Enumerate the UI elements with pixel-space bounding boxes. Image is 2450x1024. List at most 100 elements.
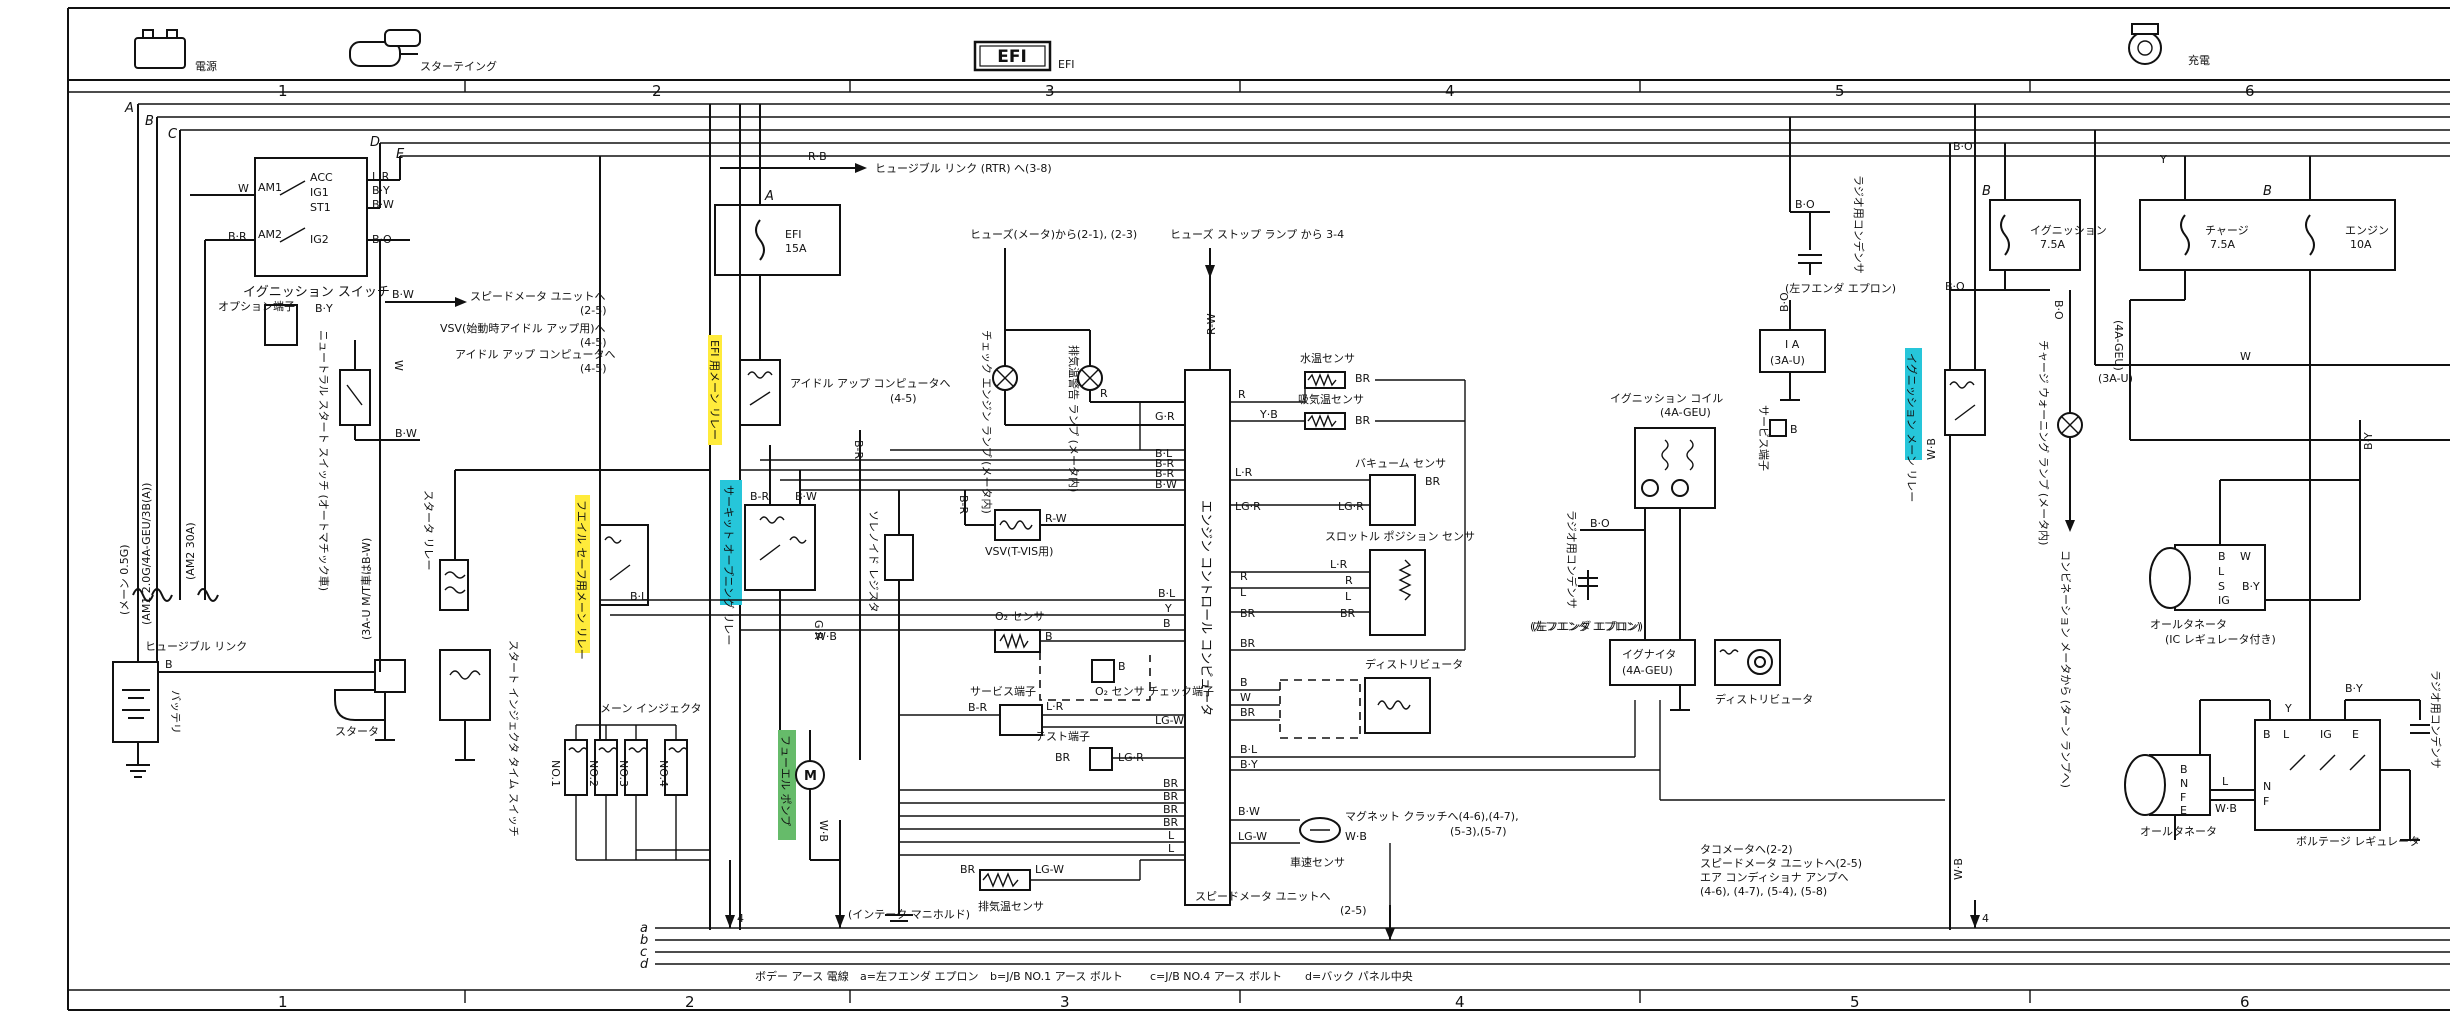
injector-no4: NO.4 xyxy=(657,760,670,787)
ecu-wire-bw-1: B·W xyxy=(1155,478,1177,491)
ecu-wire-br-1: B-R xyxy=(1155,457,1175,470)
ground-legend: ボデー アース 電線 a=左フエンダ エプロン b=J/B NO.1 アース ボ… xyxy=(755,969,1413,983)
reg-term-ig: IG xyxy=(2320,728,2332,741)
service-wire-rl: L·R xyxy=(1046,700,1064,713)
ignition-switch-title: イグニッション スイッチ xyxy=(243,285,390,300)
injector-no3: NO.3 xyxy=(617,760,630,787)
left-fender-label-1: (左フエンダ エプロン) xyxy=(1532,619,1643,633)
cor-wire-bw: B·W xyxy=(795,490,817,503)
ecu-wire-bl-1: B·L xyxy=(1155,447,1173,460)
ecu-low-br-3: BR xyxy=(1163,803,1179,816)
tacho-note-2: エア コンディショナ アンプへ xyxy=(1700,870,1848,884)
bus-letter-e: E xyxy=(396,147,405,162)
header-starting-label: スターテイング xyxy=(420,59,497,73)
o2-check-wire-b: B xyxy=(1118,660,1126,673)
starter-relay-label: スタータ リレー xyxy=(422,490,435,571)
fuse-ia-label-1: (3A-U) xyxy=(1770,354,1805,367)
circuit-opening-relay-highlight xyxy=(720,480,742,605)
fuel-pump-highlight xyxy=(778,730,796,840)
cf-wire-bo: B·O xyxy=(1953,140,1973,153)
dist-wire-b: B xyxy=(1240,676,1248,689)
speedo-arrow-icon xyxy=(455,297,467,307)
ign-term-ig1: IG1 xyxy=(310,186,329,199)
column-numbers-bottom: 1 2 3 4 5 6 xyxy=(278,993,2250,1011)
check-engine-lamp: チェック エンジン ランプ (メータ内) xyxy=(980,330,1018,514)
tps-wire-lr: L·R xyxy=(1330,558,1348,571)
vsv-wire-br: B-R xyxy=(957,495,970,515)
bus-letter-d: D xyxy=(370,135,380,150)
ground-drop-arrow-4-icon xyxy=(1970,915,1980,928)
injector-no1: NO.1 xyxy=(549,760,562,787)
ecu-label: エンジン コントロール コンピュータ xyxy=(1198,500,1213,716)
intake-temp-sensor: 吸気温センサ BR Y·B xyxy=(1230,379,1466,650)
service-terminal: サービス端子 B-R L·R LG-W xyxy=(900,685,1185,736)
rc2-wire-bo: B·O xyxy=(1795,198,1815,211)
fuse-ia-label-0: I A xyxy=(1785,338,1800,351)
service2-wire-b: B xyxy=(1790,423,1798,436)
tps-wire-l: L xyxy=(1345,590,1352,603)
alt2-term-e: E xyxy=(2180,804,2187,817)
ign-wire-by: B·Y xyxy=(372,184,390,197)
column-4-bottom: 4 xyxy=(1455,993,1465,1011)
rtr-arrow-icon xyxy=(855,163,867,173)
rtr-note: ヒュージブル リンク (RTR) へ(3-8) xyxy=(875,161,1052,175)
ignition-coil-label-1: (4A-GEU) xyxy=(1660,406,1711,419)
speedometer-note: B·W スピードメータ ユニットへ (2-5) VSV(始動時アイドル アップ用… xyxy=(385,288,615,375)
neutral-start-switch: ニュートラル スタート スイッチ (オートマチック車) B·W W xyxy=(317,240,420,591)
tps-wire-r: R xyxy=(1345,574,1353,587)
ecu-wire-rw: R-W xyxy=(1205,313,1218,335)
circuit-opening-relay: サーキット オープニング リレー B-R B·W G·R W·B xyxy=(720,445,837,765)
fail-safe-relay-highlight xyxy=(575,495,590,653)
ign-wire-br: B·R xyxy=(228,230,247,243)
alternator-ic-label-0: オールタネータ xyxy=(2150,618,2227,631)
column-5-bottom: 5 xyxy=(1850,993,1860,1011)
start-injector-timer-label: スタート インジェクタ タイム スイッチ xyxy=(507,640,520,837)
ground-drop-arrow-2-icon xyxy=(835,915,845,928)
service-wire-lgw: LG-W xyxy=(1155,714,1184,727)
ground-legend-3: c=J/B NO.4 アース ボルト xyxy=(1150,970,1282,983)
fuel-pump: フューエル ポンプ M W·B xyxy=(778,730,841,900)
fail-safe-relay: フエイル セーフ用メーン リレー B·L xyxy=(575,495,649,660)
distributor-sensor: ディストリビュータ B W BR xyxy=(1230,657,1463,739)
column-1-bottom: 1 xyxy=(278,993,288,1011)
main-injector-label: メーン インジェクタ xyxy=(600,702,702,715)
left-fender-label-2: (左フエンダ エプロン) xyxy=(1530,619,1641,633)
starter-label: スタータ xyxy=(335,725,379,738)
header-battery: 電源 xyxy=(134,29,217,73)
speedo-note-1: (2-5) xyxy=(580,304,607,317)
test-terminal-label: テスト端子 xyxy=(1035,730,1090,743)
efi-main-relay: EFI 用メーン リレー アイドル アップ コンピュータへ (4-5) xyxy=(708,335,950,445)
speedo-wire-bw: B·W xyxy=(392,288,414,301)
column-1-top: 1 xyxy=(278,82,288,100)
reg-term-f: F xyxy=(2263,795,2269,808)
option-wire-by: B·Y xyxy=(315,302,333,315)
imr-wire-wb-2: W·B xyxy=(1952,858,1965,880)
charge-fuses: B イグニッション 7.5A チャージ 7.5A B エンジン 10A B·O … xyxy=(1950,140,2396,680)
ign-term-ig2: IG2 xyxy=(310,233,329,246)
magnet-clutch-1: (5-3),(5-7) xyxy=(1450,825,1507,838)
tps-ecu-br: BR xyxy=(1240,607,1256,620)
column-3-bottom: 3 xyxy=(1060,993,1070,1011)
header-charging-label: 充電 xyxy=(2188,53,2210,67)
fusible-rtr-note: R·B ヒュージブル リンク (RTR) へ(3-8) xyxy=(720,150,1052,175)
magnet-clutch-0: マグネット クラッチへ(4-6),(4-7), xyxy=(1345,809,1519,823)
speed-sensor: B·W マグネット クラッチへ(4-6),(4-7), (5-3),(5-7) … xyxy=(1195,805,1519,930)
fuse-meter-note: ヒューズ(メータ)から(2-1), (2-3) xyxy=(970,227,1137,241)
battery: バッテリ B xyxy=(112,658,380,778)
unit-3au-label: (3A-U) xyxy=(2098,372,2133,385)
starter-relay: スタータ リレー xyxy=(422,469,710,611)
fuse-stop-note: ヒューズ ストップ ランプ から 3-4 xyxy=(1170,227,1344,241)
voltage-regulator: B L IG E N F ボルテージ レギュレータ W·B L Y B·Y xyxy=(2199,680,2420,848)
csr-wire-br: B-R xyxy=(852,440,865,460)
alternator-ic-label-1: (IC レギュレータ付き) xyxy=(2165,633,2276,646)
fuel-pump-wire-wb: W·B xyxy=(817,820,830,842)
battery-wire-b: B xyxy=(165,658,173,671)
efi-main-relay-highlight xyxy=(708,335,722,445)
starter-note: (3A-U M/T車はB-W) xyxy=(359,538,373,640)
fuse-eng-letter: B xyxy=(2263,184,2272,199)
speed-sensor-wire-wb: W·B xyxy=(1345,830,1367,843)
ign-term-am2: AM2 xyxy=(258,228,282,241)
radio-condenser-top: ラジオ用コンデンサ B·O (左フエンダ エプロン) xyxy=(1785,117,1896,295)
vsv-note-0: VSV(始動時アイドル アップ用)へ xyxy=(440,321,606,335)
ecu-igniter-wires: B·L B·Y xyxy=(1230,700,1661,771)
